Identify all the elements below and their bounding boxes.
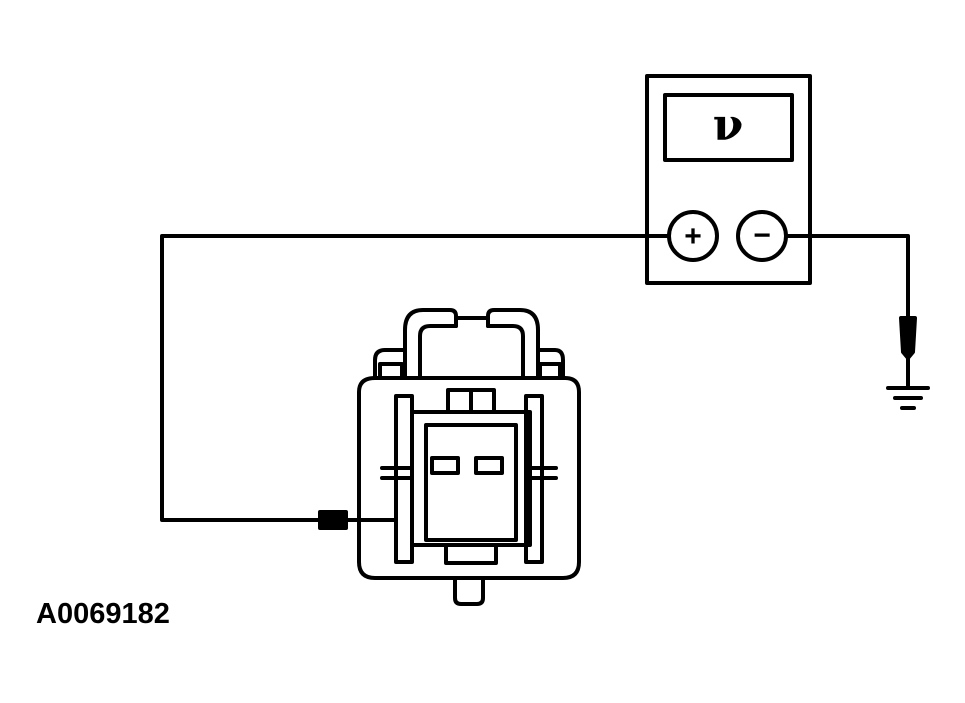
meter-display-symbol: ν — [713, 100, 744, 151]
pin-2 — [474, 456, 504, 475]
sensor-connector — [357, 308, 581, 606]
connector-housing — [357, 376, 581, 580]
pin-1 — [430, 456, 460, 475]
right-shoulder-slot — [538, 362, 562, 380]
negative-terminal-label: − — [753, 219, 771, 252]
terminal-cavity — [410, 410, 532, 547]
inner-frame — [424, 423, 518, 542]
negative-test-lead — [784, 234, 910, 320]
voltmeter-display — [663, 93, 794, 162]
connector-latch-outer — [403, 308, 540, 380]
connector-key-tab — [453, 576, 485, 606]
figure-id: A0069182 — [36, 598, 170, 630]
voltmeter-body — [645, 74, 812, 285]
right-shoulder — [536, 348, 565, 380]
left-shoulder — [373, 348, 407, 380]
left-shoulder-slot — [378, 362, 404, 380]
positive-terminal-label: + — [684, 220, 702, 253]
positive-test-lead — [160, 234, 671, 522]
probe-tip — [318, 510, 348, 530]
ground-clip — [899, 316, 917, 360]
connector-latch-inner — [418, 324, 525, 380]
ground-symbol — [886, 386, 930, 410]
bottom-notch — [444, 543, 498, 565]
